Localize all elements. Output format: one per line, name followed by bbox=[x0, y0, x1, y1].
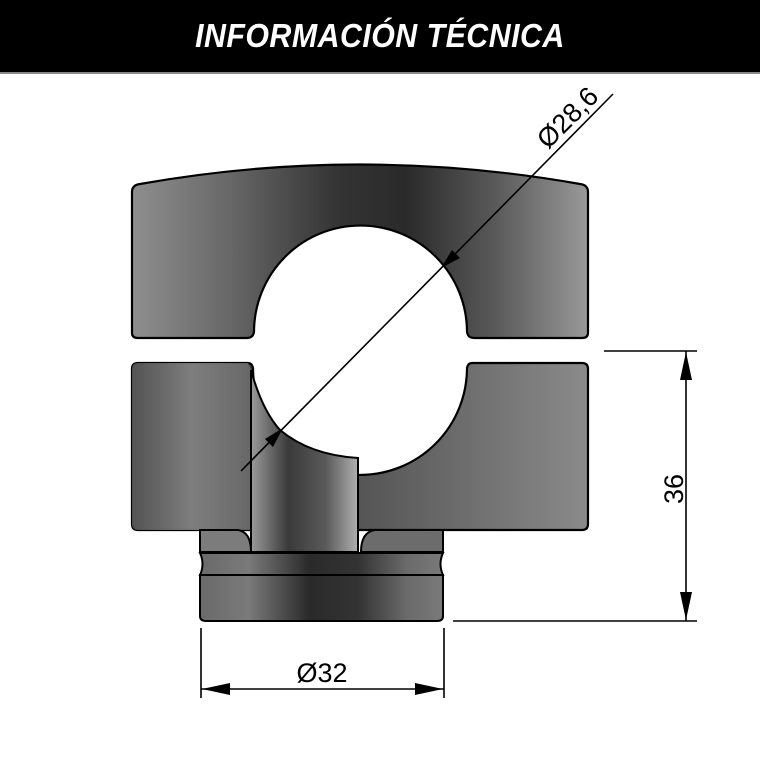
header-bar: INFORMACIÓN TÉCNICA bbox=[0, 0, 760, 72]
base bbox=[199, 574, 444, 622]
height-dimension: 36 bbox=[453, 350, 697, 622]
stem bbox=[250, 369, 359, 553]
base-diameter-label: Ø32 bbox=[296, 658, 347, 688]
height-label: 36 bbox=[659, 474, 689, 504]
base-diameter-dimension: Ø32 bbox=[200, 628, 445, 698]
upper-clamp bbox=[130, 163, 590, 340]
groove-ring bbox=[198, 552, 445, 576]
header-divider bbox=[0, 72, 760, 74]
collar-left bbox=[199, 529, 253, 553]
page-title: INFORMACIÓN TÉCNICA bbox=[195, 17, 565, 54]
bore-diameter-label: Ø28,6 bbox=[531, 81, 604, 154]
collar-right bbox=[359, 529, 444, 553]
lower-clamp-left-face bbox=[132, 363, 251, 530]
